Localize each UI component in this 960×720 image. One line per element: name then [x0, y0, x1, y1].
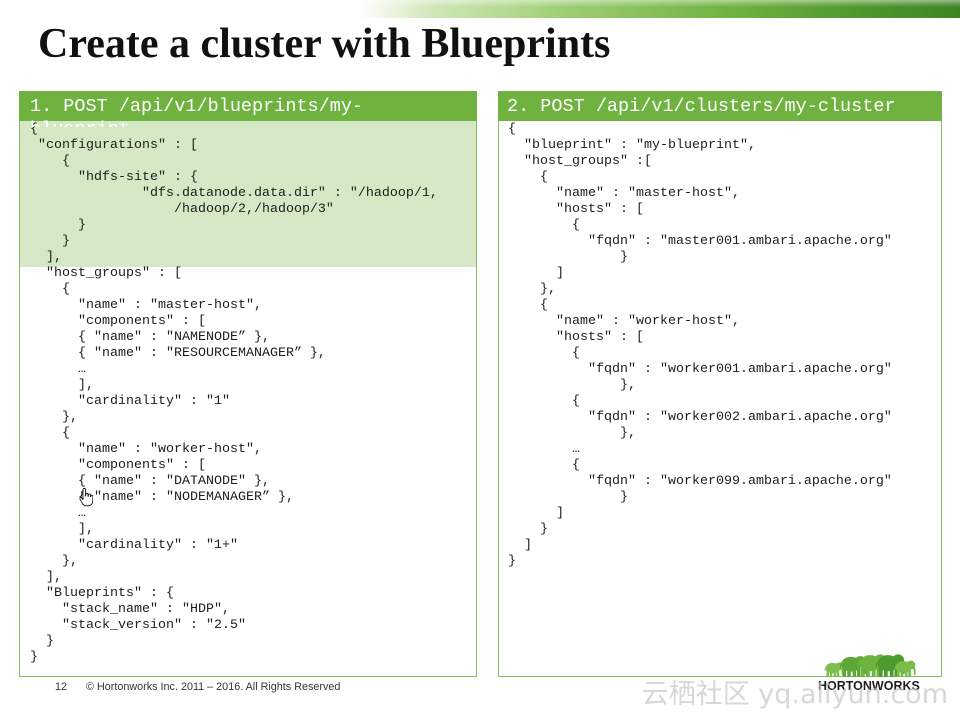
code-line: } [508, 554, 516, 569]
hand-cursor-icon [79, 488, 93, 507]
watermark: 云栖社区 yq.aliyun.com [641, 679, 948, 710]
page-title: Create a cluster with Blueprints [38, 21, 611, 67]
code-line: } [30, 650, 38, 665]
code-line: ] [508, 266, 564, 281]
code-line: "host_groups" :[ [508, 154, 652, 169]
panel-header-band [498, 91, 942, 121]
code-line: } [508, 490, 628, 505]
code-block: { "blueprint" : "my-blueprint", "host_gr… [508, 122, 892, 570]
elephant-logo-icon [824, 654, 916, 678]
code-line: } [30, 634, 54, 649]
code-line: "blueprint" : "my-blueprint", [508, 138, 756, 153]
code-line: { [508, 298, 548, 313]
slide-number: 12 [55, 681, 68, 693]
code-line: ] [508, 538, 532, 553]
code-line: "hdfs-site" : { [30, 170, 198, 185]
code-line: { [508, 394, 580, 409]
hortonworks-logo-text: HORTONWORKS [818, 679, 920, 693]
code-line: }, [30, 554, 78, 569]
code-line: { [30, 282, 70, 297]
code-line: "name" : "master-host", [508, 186, 740, 201]
code-line: }, [30, 410, 78, 425]
code-line: "name" : "worker-host", [30, 442, 262, 457]
code-line: { [30, 154, 70, 169]
code-line: { "name" : "NAMENODE” }, [30, 330, 270, 345]
code-line: "dfs.datanode.data.dir" : "/hadoop/1, [30, 186, 438, 201]
code-line: } [508, 250, 628, 265]
code-line: { [508, 218, 580, 233]
code-line: … [508, 442, 580, 457]
panel-header-band [19, 91, 477, 121]
blueprint-request-panel: 1. POST /api/v1/blueprints/my-blueprint … [19, 91, 477, 677]
code-line: }, [508, 282, 556, 297]
code-line: "cardinality" : "1+" [30, 538, 238, 553]
code-line: "host_groups" : [ [30, 266, 182, 281]
code-line: "fqdn" : "master001.ambari.apache.org" [508, 234, 892, 249]
code-line: { [508, 458, 580, 473]
code-line: }, [508, 378, 636, 393]
code-line: { "name" : "NODEMANAGER” }, [30, 490, 294, 505]
code-line: { [30, 122, 38, 137]
code-line: { [508, 346, 580, 361]
code-line: "stack_version" : "2.5" [30, 618, 246, 633]
code-line: { [508, 122, 516, 137]
code-line: } [30, 234, 70, 249]
code-line: "hosts" : [ [508, 330, 644, 345]
code-line: ], [30, 522, 94, 537]
code-line: "Blueprints" : { [30, 586, 174, 601]
code-line: { "name" : "RESOURCEMANAGER” }, [30, 346, 326, 361]
code-line: "stack_name" : "HDP", [30, 602, 230, 617]
code-line: "name" : "worker-host", [508, 314, 740, 329]
code-line: } [30, 218, 86, 233]
code-block: { "configurations" : [ { "hdfs-site" : {… [30, 122, 438, 666]
code-line: ], [30, 378, 94, 393]
code-line: { [508, 170, 548, 185]
code-line: "cardinality" : "1" [30, 394, 230, 409]
code-line: "fqdn" : "worker001.ambari.apache.org" [508, 362, 892, 377]
panel-header: 2. POST /api/v1/clusters/my-cluster [498, 91, 942, 127]
code-line: } [508, 522, 548, 537]
code-line: { "name" : "DATANODE" }, [30, 474, 270, 489]
cluster-request-panel: 2. POST /api/v1/clusters/my-cluster { "b… [498, 91, 942, 677]
code-line: "name" : "master-host", [30, 298, 262, 313]
code-line: }, [508, 426, 636, 441]
code-line: ], [30, 250, 62, 265]
code-line: … [30, 506, 86, 521]
top-accent-bar [360, 0, 960, 18]
code-line: "hosts" : [ [508, 202, 644, 217]
code-line: "components" : [ [30, 458, 206, 473]
configurations-highlight [20, 121, 476, 267]
code-line: "fqdn" : "worker002.ambari.apache.org" [508, 410, 892, 425]
copyright-notice: © Hortonworks Inc. 2011 – 2016. All Righ… [86, 681, 341, 693]
panel-header: 1. POST /api/v1/blueprints/my-blueprint [19, 91, 477, 127]
code-line: … [30, 362, 86, 377]
code-line: ] [508, 506, 564, 521]
code-line: { [30, 426, 70, 441]
panel-header-text: 1. POST /api/v1/blueprints/my-blueprint [30, 96, 364, 127]
code-line: "fqdn" : "worker099.ambari.apache.org" [508, 474, 892, 489]
code-line: /hadoop/2,/hadoop/3" [30, 202, 334, 217]
panel-header-text: 2. POST /api/v1/clusters/my-cluster [507, 96, 896, 117]
code-line: "components" : [ [30, 314, 206, 329]
code-line: "configurations" : [ [30, 138, 198, 153]
code-line: ], [30, 570, 62, 585]
